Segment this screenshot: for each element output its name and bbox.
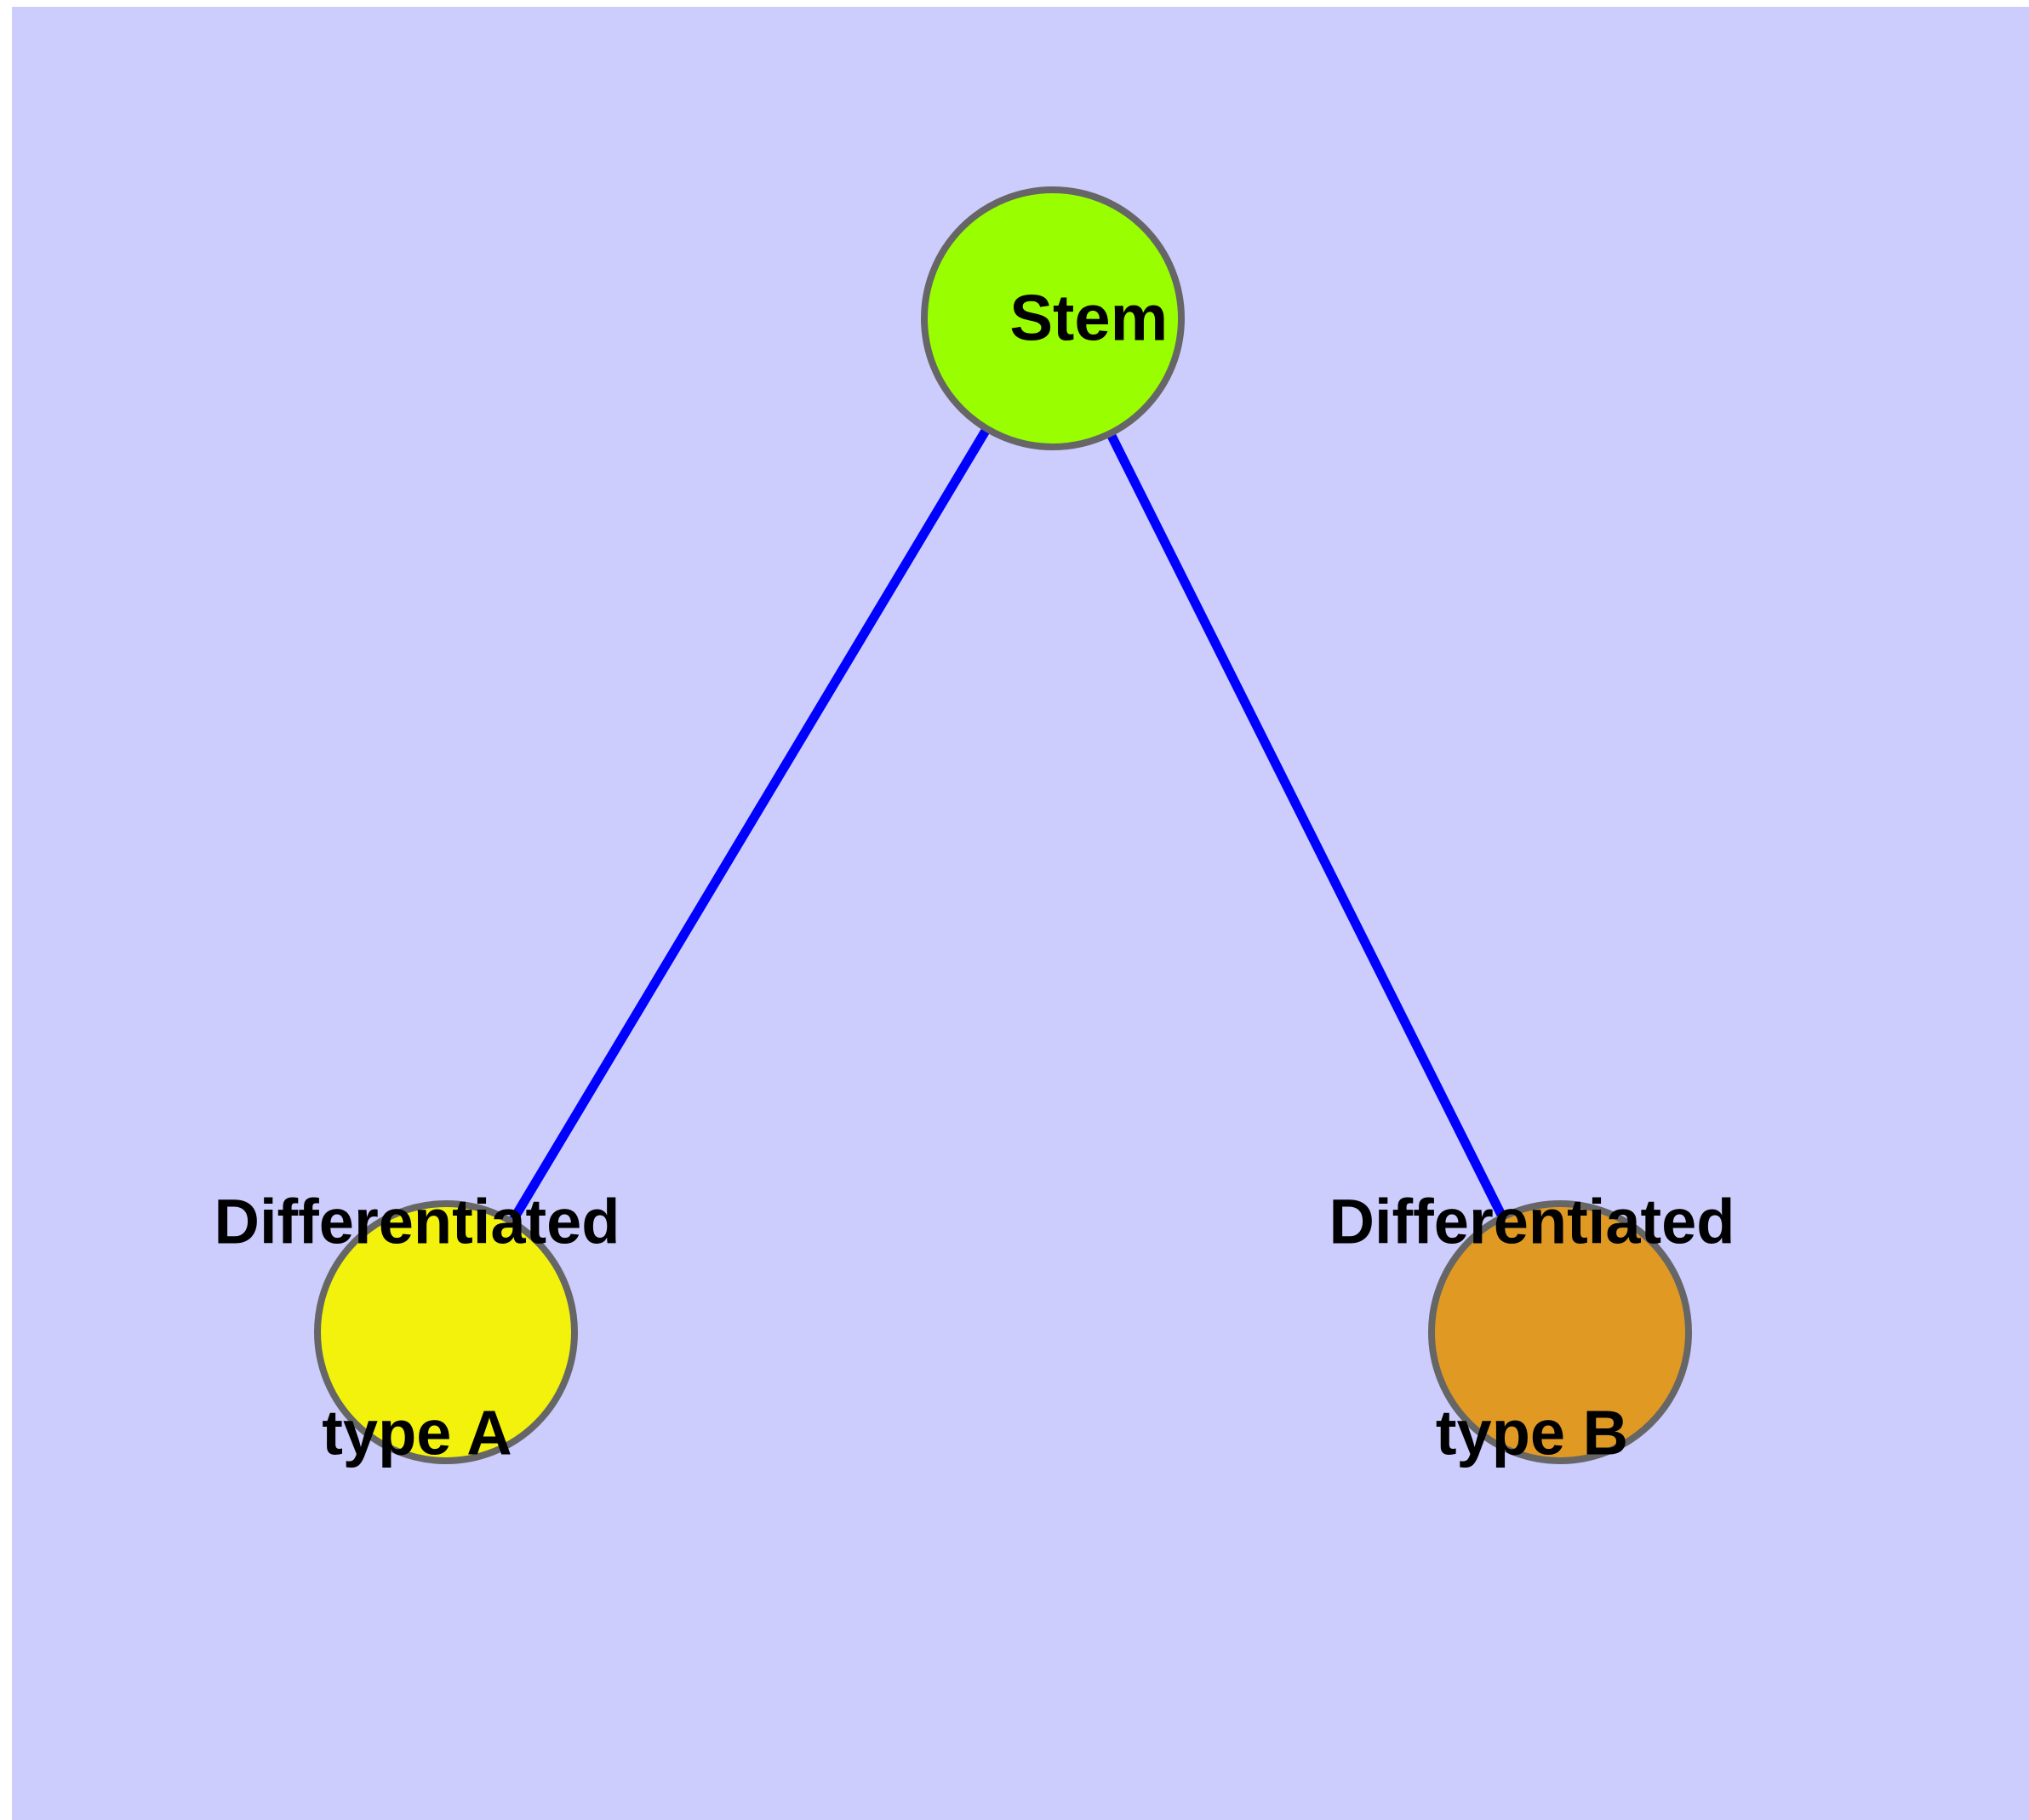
edge-group	[505, 421, 1510, 1229]
node-stem-circle[interactable]	[921, 186, 1185, 450]
edge-stem-to-type-a	[505, 421, 994, 1229]
node-group	[314, 186, 1692, 1464]
node-type-a-circle[interactable]	[314, 1200, 578, 1464]
edge-stem-to-type-b	[1103, 426, 1510, 1224]
node-type-b-circle[interactable]	[1428, 1200, 1692, 1464]
